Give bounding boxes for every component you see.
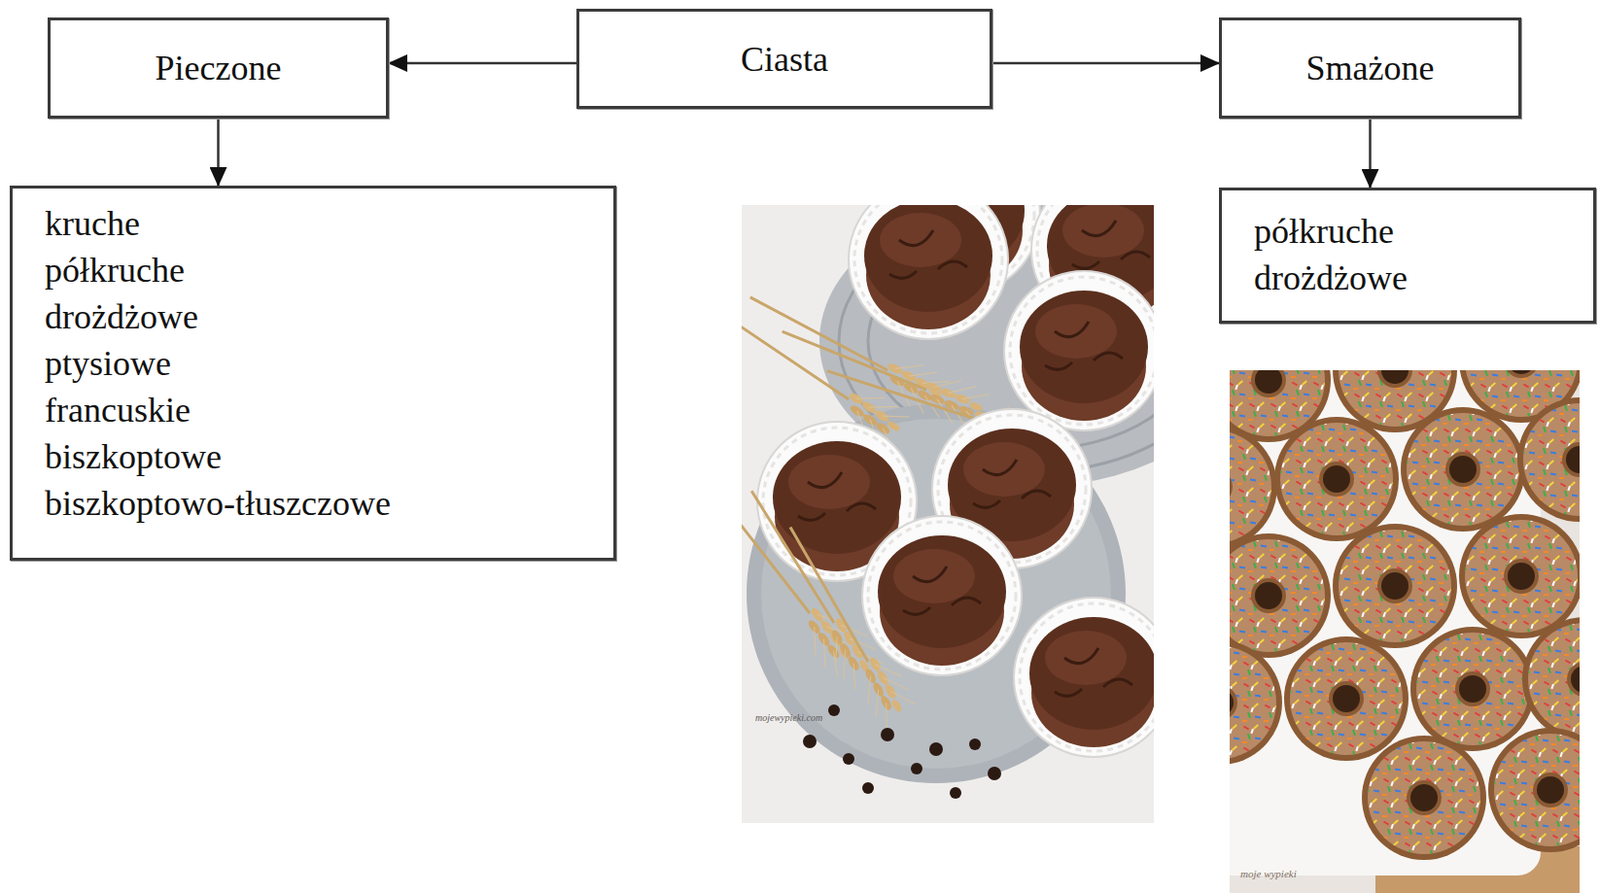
dough-type: ptysiowe [44, 340, 172, 387]
dough-type: francuskie [44, 386, 191, 434]
arrow-connector [992, 62, 1219, 66]
dough-type: biszkoptowe [44, 433, 222, 481]
dough-type: drożdżowe [1253, 254, 1408, 302]
dough-type: kruche [44, 200, 140, 247]
donut-photo [1229, 370, 1580, 893]
arrow-connector [1368, 118, 1372, 188]
list-box: kruchepółkruchedrożdżoweptysiowefrancusk… [9, 185, 617, 561]
category-box: Smażone [1218, 17, 1522, 119]
dough-type: półkruche [44, 246, 185, 294]
watermark: mojewypieki.com [755, 712, 823, 724]
watermark: moje wypieki [1240, 868, 1297, 880]
box-title: Ciasta [740, 35, 829, 83]
category-box: Pieczone [47, 17, 389, 119]
list-box: półkruchedrożdżowe [1218, 187, 1597, 324]
dough-type: biszkoptowo-tłuszczowe [44, 480, 391, 527]
arrow-connector [216, 118, 220, 186]
box-title: Smażone [1306, 44, 1435, 92]
muffin-photo [741, 205, 1154, 824]
dough-type: półkruche [1253, 208, 1394, 255]
dough-type: drożdżowe [44, 293, 199, 341]
box-title: Pieczone [155, 44, 282, 92]
category-box: Ciasta [576, 8, 993, 109]
arrow-connector [388, 62, 577, 66]
